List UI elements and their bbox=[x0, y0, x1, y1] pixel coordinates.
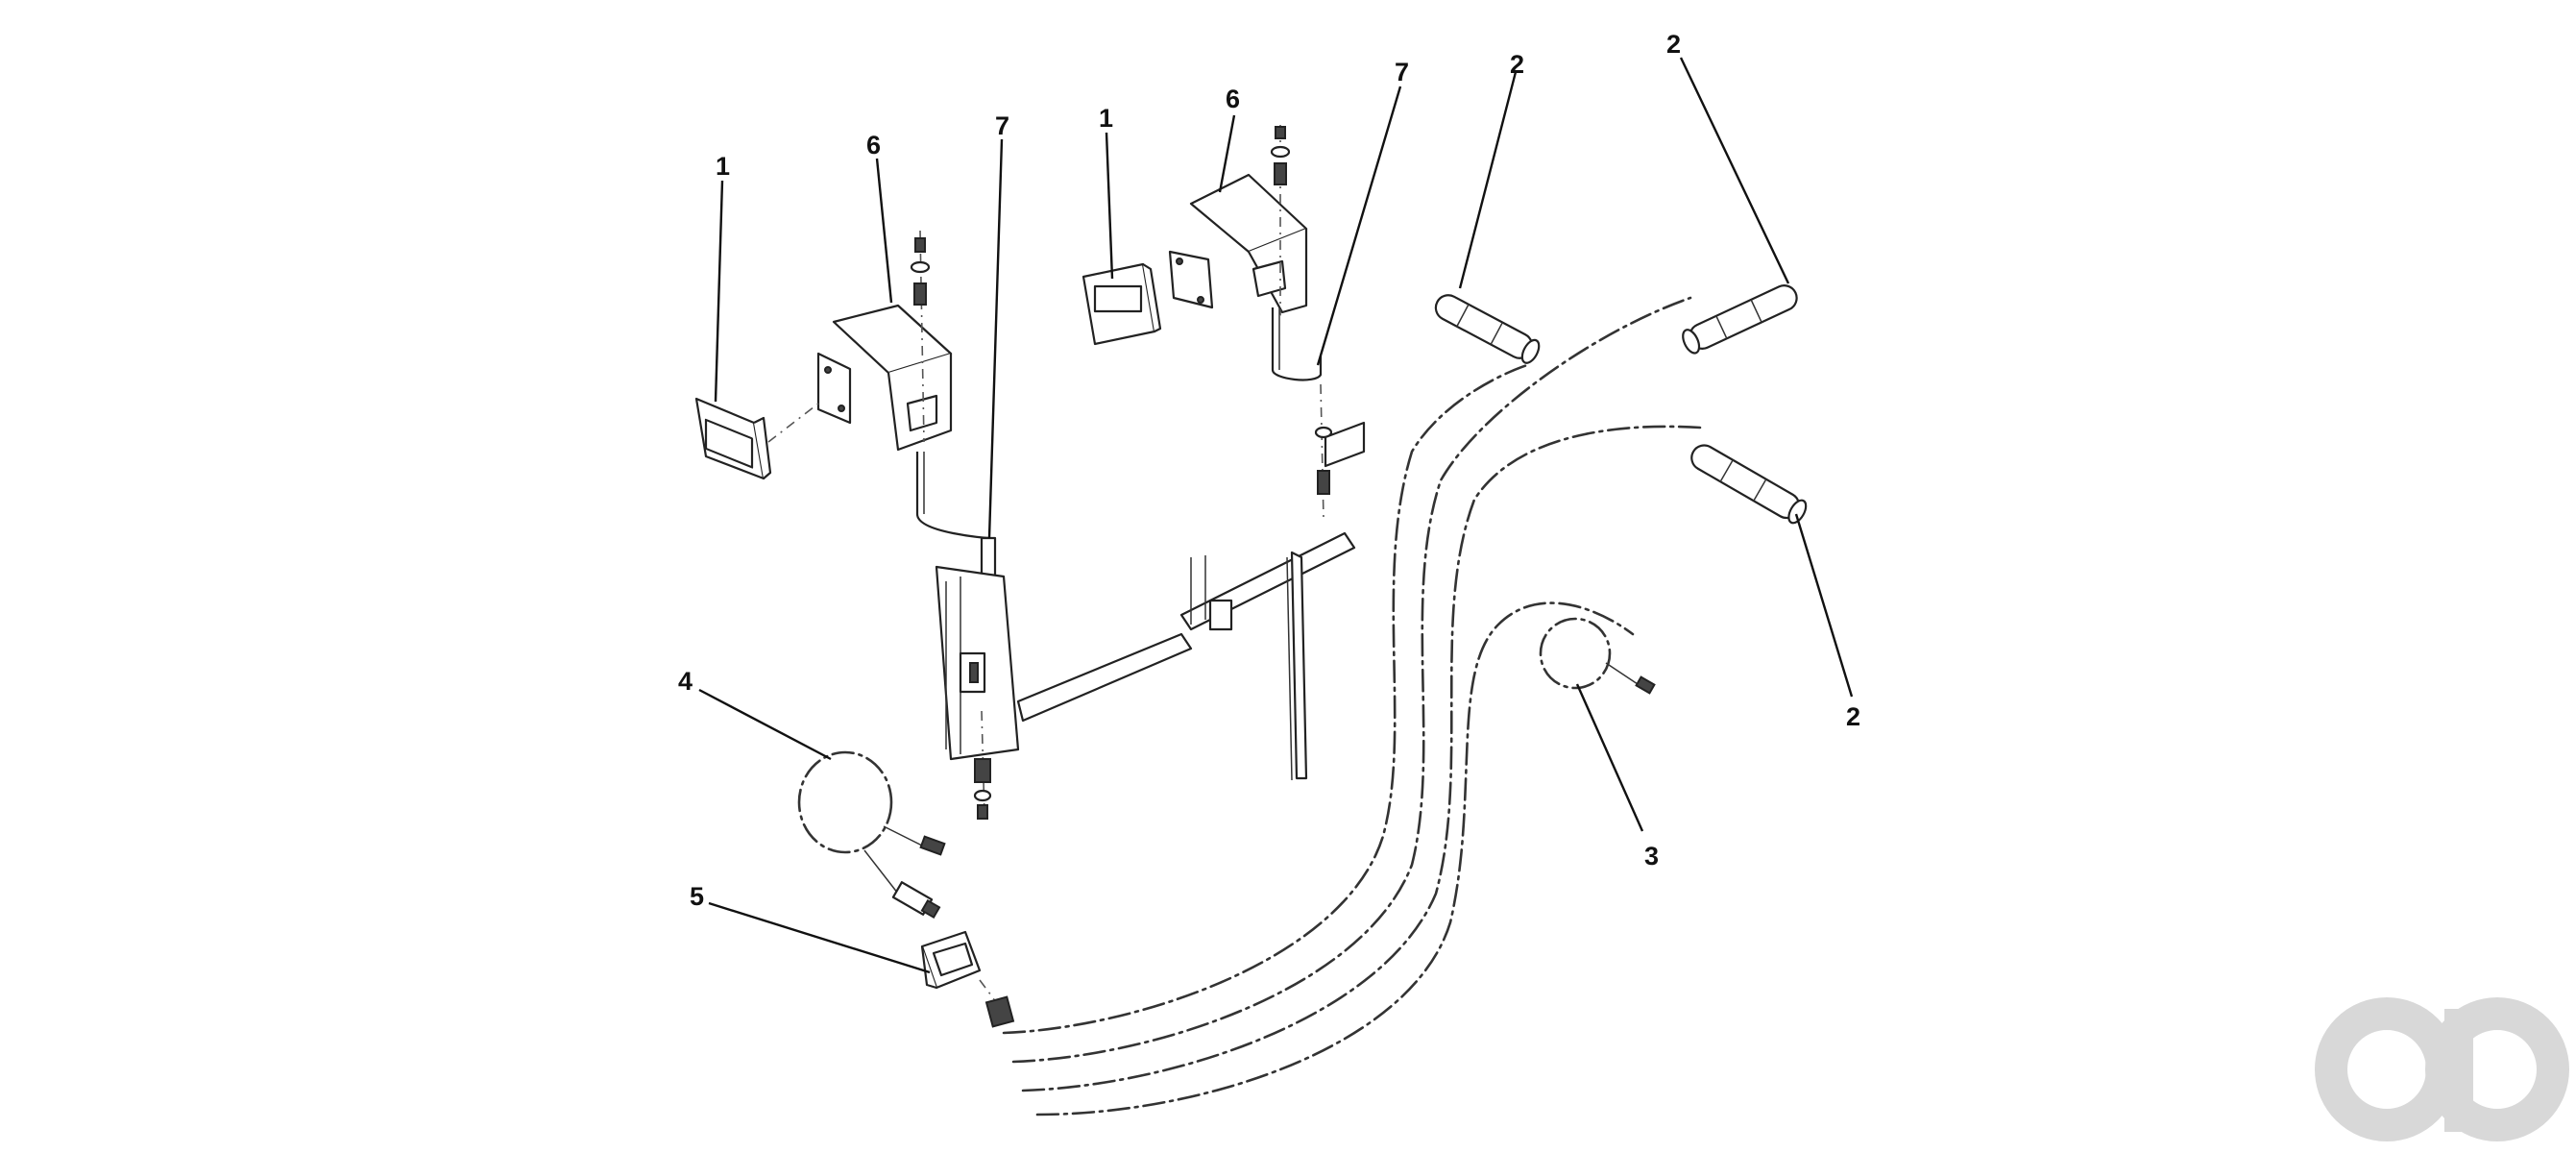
callout-1-right: 1 bbox=[1099, 104, 1113, 133]
mounting-plate-left bbox=[767, 352, 852, 443]
display-unit-1-right bbox=[1081, 262, 1162, 346]
frame-right bbox=[1179, 421, 1366, 781]
callout-7-left: 7 bbox=[995, 111, 1009, 140]
ao-logo-watermark-icon bbox=[2315, 997, 2569, 1141]
cable-coil-4 bbox=[797, 750, 946, 920]
display-unit-1-left bbox=[694, 397, 772, 480]
sensor-plug-2b bbox=[1682, 284, 1798, 355]
bracket-6-right bbox=[1189, 125, 1308, 317]
sensor-plug-2a bbox=[1434, 294, 1541, 364]
callout-4: 4 bbox=[678, 667, 693, 696]
mounting-plate-right bbox=[1168, 250, 1214, 309]
u-bolt-7-left bbox=[915, 452, 997, 588]
callout-labels: 1 6 7 1 6 7 2 2 2 3 4 5 bbox=[678, 30, 1860, 911]
callout-1-left: 1 bbox=[716, 152, 730, 181]
callout-7-right: 7 bbox=[1395, 58, 1409, 86]
callout-3: 3 bbox=[1644, 842, 1659, 871]
callout-2-c: 2 bbox=[1846, 702, 1860, 731]
callout-2-a: 2 bbox=[1510, 50, 1524, 79]
bracket-6-left bbox=[832, 230, 953, 452]
cable-coil-3 bbox=[1539, 617, 1656, 695]
callout-2-b: 2 bbox=[1666, 30, 1681, 59]
callout-6-right: 6 bbox=[1226, 85, 1240, 113]
sensor-plug-2c bbox=[1690, 444, 1808, 525]
callout-5: 5 bbox=[690, 882, 704, 911]
callout-6-left: 6 bbox=[866, 131, 881, 159]
frame-left bbox=[935, 565, 1193, 820]
u-bolt-7-right bbox=[1271, 307, 1333, 520]
leader-lines bbox=[698, 57, 1854, 974]
wiring-harness bbox=[1002, 296, 1702, 1116]
control-box-5 bbox=[920, 930, 1015, 1028]
